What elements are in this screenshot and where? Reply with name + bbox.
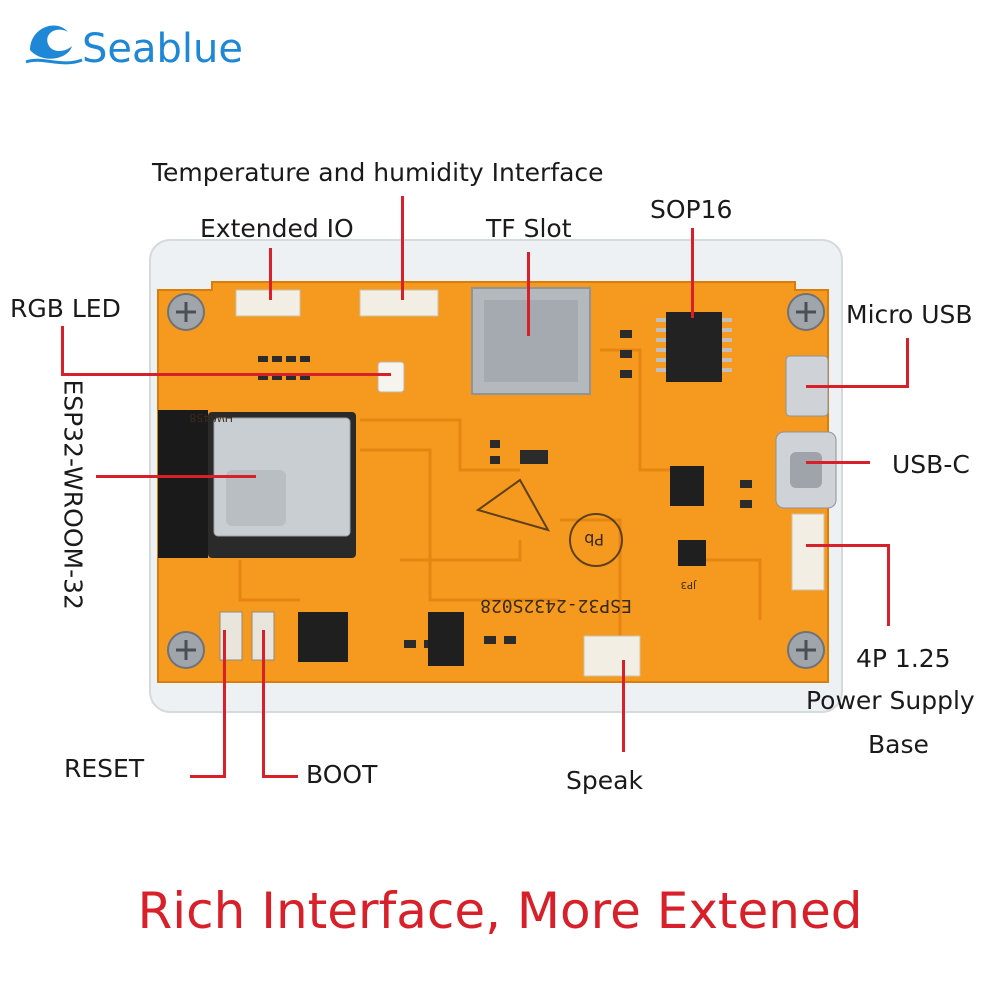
leader-reset-h xyxy=(190,775,226,778)
leader-sop16 xyxy=(691,228,694,318)
label-esp32: ESP32-WROOM-32 xyxy=(58,379,88,610)
leader-rgb-v xyxy=(61,326,64,376)
leader-power-h xyxy=(806,544,890,547)
label-reset: RESET xyxy=(64,754,145,783)
label-tf-slot: TF Slot xyxy=(486,214,572,243)
rgb-led-part xyxy=(377,361,405,393)
pcb xyxy=(157,281,829,683)
label-speak: Speak xyxy=(566,766,643,795)
label-boot: BOOT xyxy=(306,760,378,789)
leader-reset-v xyxy=(223,630,226,778)
leader-boot-h xyxy=(262,775,298,778)
label-power-1: 4P 1.25 xyxy=(856,644,951,673)
leader-temp xyxy=(401,196,404,300)
label-extended-io: Extended IO xyxy=(200,214,354,243)
leader-usbc xyxy=(806,461,870,464)
leader-musb-v xyxy=(906,338,909,388)
leader-extio xyxy=(269,248,272,300)
screw-icon xyxy=(167,293,825,669)
label-micro-usb: Micro USB xyxy=(846,300,973,329)
sop16-chip xyxy=(666,312,722,382)
speaker-connector xyxy=(583,635,641,677)
brand-logo: Seablue xyxy=(22,10,243,74)
power-connector xyxy=(791,513,825,591)
extended-io-connector xyxy=(235,289,301,317)
regulator xyxy=(670,466,704,506)
label-sop16: SOP16 xyxy=(650,195,733,224)
brand-name: Seablue xyxy=(82,26,243,72)
label-power-2: Power Supply xyxy=(806,686,975,715)
svg-text:Pb: Pb xyxy=(584,530,604,549)
leader-boot-v xyxy=(262,630,265,778)
leader-rgb-h xyxy=(61,373,391,376)
leader-speak xyxy=(622,660,625,752)
temp-humidity-connector xyxy=(359,289,439,317)
label-temp-humidity: Temperature and humidity Interface xyxy=(152,158,604,187)
leader-power-v xyxy=(887,544,890,626)
tagline: Rich Interface, More Extened xyxy=(137,882,863,940)
label-rgb-led: RGB LED xyxy=(10,294,121,323)
module-antenna xyxy=(158,410,208,558)
ch340-chip xyxy=(298,612,348,662)
leader-esp32 xyxy=(96,475,256,478)
board-model-text: ESP32-2432S028 xyxy=(480,595,632,616)
label-power-3: Base xyxy=(868,730,929,759)
svg-text:JP3: JP3 xyxy=(681,579,697,590)
label-usb-c: USB-C xyxy=(892,450,970,479)
wave-icon xyxy=(25,25,83,65)
leader-musb-h xyxy=(806,385,909,388)
leader-tf xyxy=(527,252,530,336)
svg-text:HW-458: HW-458 xyxy=(189,411,233,424)
